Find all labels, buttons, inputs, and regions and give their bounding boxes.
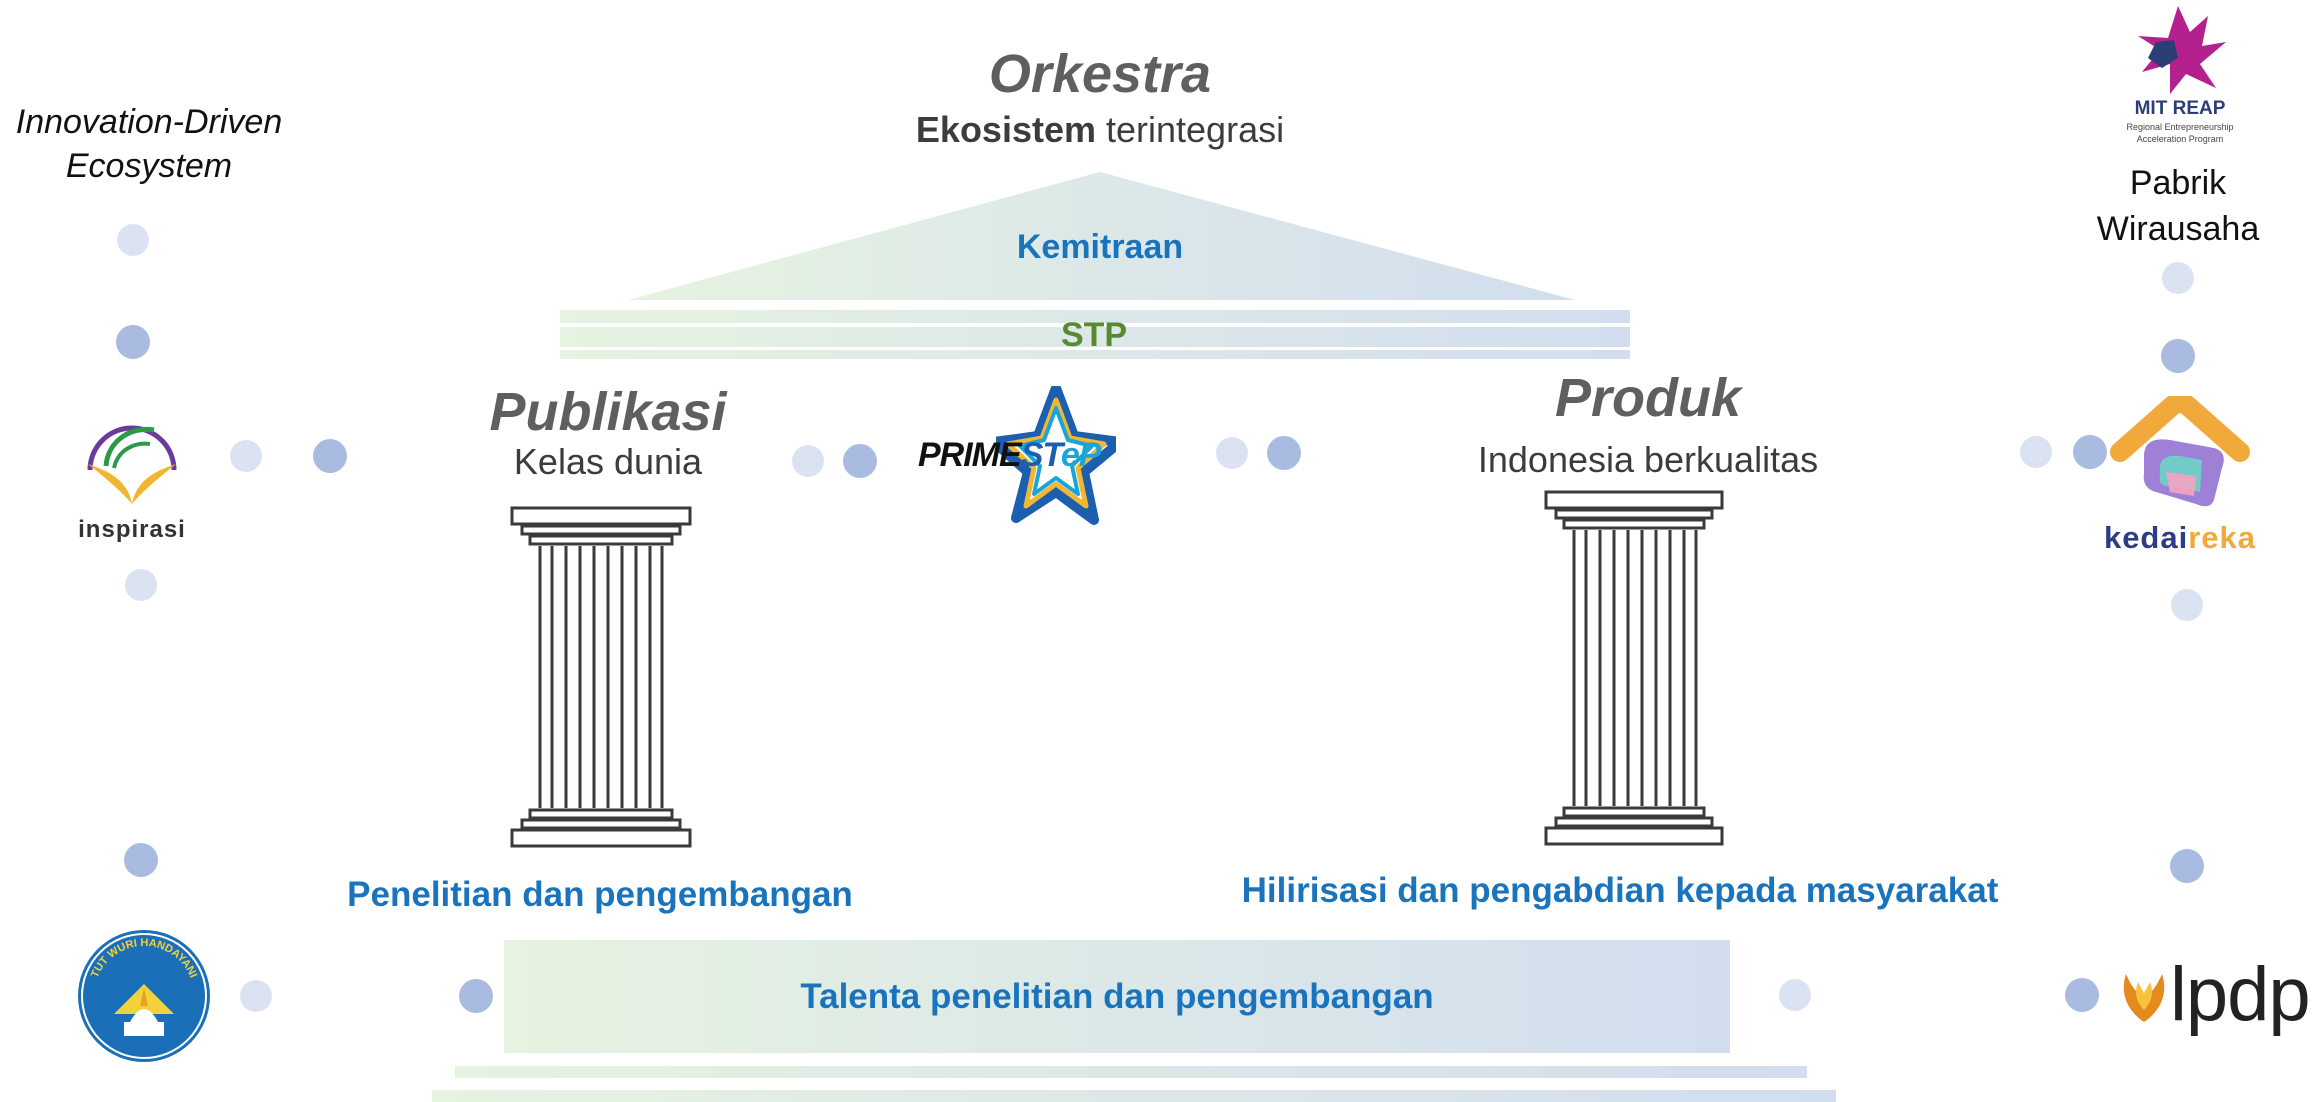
primestep-part2: ST	[1020, 436, 1062, 474]
inspirasi-emblem-icon	[87, 425, 177, 504]
beam-label: STP	[1060, 316, 1128, 354]
lpdp-logo: lpdp	[2118, 950, 2323, 1040]
pabrik-line1: Pabrik	[2129, 164, 2227, 202]
primestep-wordmark: PRIMESTeP	[918, 436, 1198, 475]
tutwuri-emblem-icon: TUT WURI HANDAYANI	[78, 930, 210, 1062]
pillar-right	[1544, 490, 1724, 846]
lpdp-wordmark: lpdp	[2170, 952, 2311, 1037]
primestep-part3: eP	[1060, 436, 1102, 474]
base-label: Talenta penelitian dan pengembangan	[800, 977, 1434, 1016]
beam-bottom	[560, 350, 1630, 359]
mit-reap-logo: MIT REAP Regional Entrepreneurship Accel…	[2100, 2, 2260, 152]
beam-top	[560, 310, 1630, 323]
kedaireka-house-icon	[2110, 396, 2250, 507]
primestep-logo: PRIMESTeP	[918, 380, 1198, 530]
connector-produk-kedaireka	[2020, 435, 2107, 469]
kedaireka-part1: kedai	[2103, 520, 2189, 555]
mit-reap-title: MIT REAP	[2134, 98, 2226, 119]
kedaireka-part2: reka	[2188, 520, 2257, 555]
inspirasi-logo: inspirasi	[72, 400, 192, 550]
left-label-line2: Ecosystem	[65, 147, 233, 185]
base-step-1	[455, 1066, 1807, 1078]
pillar-left-caption: Penelitian dan pengembangan	[347, 875, 853, 914]
top-subtitle: Ekosistem terintegrasi	[850, 108, 1350, 152]
base-block	[504, 940, 1730, 1053]
connector-right-long	[2170, 589, 2204, 883]
kedaireka-wordmark: kedaireka	[2100, 520, 2260, 556]
pillar-left-title: Publikasi	[489, 382, 727, 442]
pillar-left	[510, 506, 692, 848]
pillar-right-subtitle: Indonesia berkualitas	[1477, 439, 1819, 480]
primestep-part1: PRIME	[918, 436, 1022, 474]
mit-reap-line2: Acceleration Program	[2136, 134, 2224, 144]
top-subtitle-rest: terintegrasi	[1096, 109, 1285, 150]
base-step-2	[432, 1090, 1836, 1102]
top-title: Orkestra	[988, 44, 1212, 104]
mit-rooster-icon	[2138, 6, 2226, 94]
pabrik-label: Pabrik Wirausaha	[2078, 160, 2278, 252]
roof-triangle	[628, 172, 1575, 300]
pillar-left-subtitle: Kelas dunia	[513, 441, 703, 482]
connector-tutwuri-base	[240, 979, 493, 1013]
mit-reap-line1: Regional Entrepreneurship	[2126, 122, 2234, 132]
connector-base-lpdp	[1779, 978, 2099, 1012]
connector-left-top	[116, 224, 150, 359]
pillar-right-title: Produk	[1554, 368, 1742, 428]
lpdp-flame-icon	[2123, 974, 2165, 1022]
inspirasi-text: inspirasi	[78, 516, 186, 543]
connector-publikasi-primestep	[792, 444, 877, 478]
pabrik-line2: Wirausaha	[2096, 210, 2260, 248]
left-ecosystem-label: Innovation-Driven Ecosystem	[0, 100, 298, 188]
connector-primestep-produk	[1216, 436, 1301, 470]
roof-label: Kemitraan	[1016, 228, 1184, 266]
connector-left-long	[124, 569, 158, 877]
kedaireka-logo: kedaireka	[2100, 396, 2260, 566]
left-label-line1: Innovation-Driven	[15, 103, 283, 141]
pillar-right-caption: Hilirisasi dan pengabdian kepada masyara…	[1241, 871, 1999, 910]
connector-right-top	[2161, 262, 2195, 373]
top-subtitle-bold: Ekosistem	[915, 109, 1096, 150]
connector-inspirasi-publikasi	[230, 439, 347, 473]
beam-middle	[560, 327, 1630, 347]
primestep-star-icon	[996, 386, 1116, 525]
tutwuri-logo: TUT WURI HANDAYANI	[74, 926, 214, 1066]
